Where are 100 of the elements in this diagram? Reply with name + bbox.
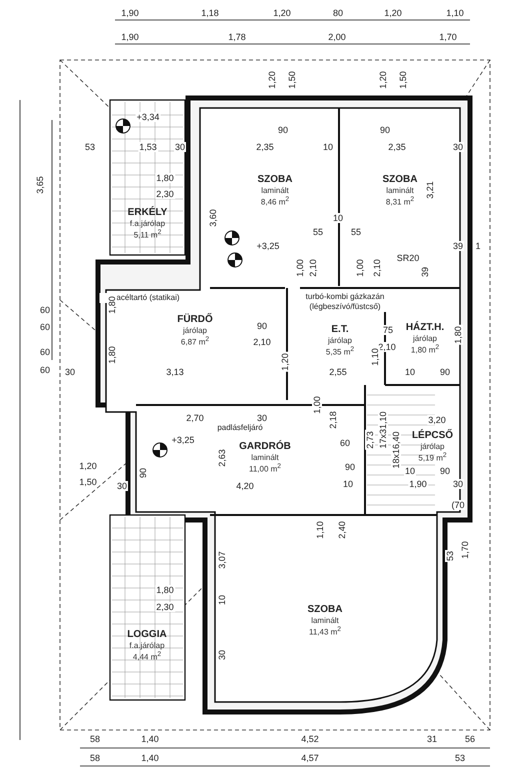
dimension-label: 1,80	[453, 325, 463, 345]
room-area: 11,43 m$^{2}$	[308, 624, 341, 636]
dimension-label: 90	[138, 467, 148, 479]
dimension-label: 60	[39, 347, 51, 357]
dimension-label: 1,50	[398, 70, 408, 90]
dimension-label: 10	[404, 367, 416, 377]
dimension-label: 1,50	[78, 477, 98, 487]
dimension-label: 30	[116, 481, 128, 491]
dimension-label: 53	[445, 550, 455, 562]
dimension-label: 10	[342, 479, 354, 489]
dimension-label: 3,65	[35, 175, 45, 195]
dimension-label: 3,60	[208, 208, 218, 228]
dimension-label: 1,90	[408, 479, 428, 489]
dimension-label: 1,10	[315, 520, 325, 540]
dimension-label: 1,20	[383, 8, 403, 18]
dimension-label: 2,10	[252, 337, 272, 347]
dimension-label: 30	[64, 367, 76, 377]
dimension-label: 1,80	[155, 173, 175, 183]
dimension-label: 90	[344, 462, 356, 472]
dimension-label: 39	[420, 266, 430, 278]
dimension-label: 2,63	[217, 448, 227, 468]
dimension-label: 58	[89, 753, 101, 763]
dimension-label: 10	[217, 594, 227, 606]
dimension-label: 10	[404, 466, 416, 476]
dimension-label: 1,00	[312, 395, 322, 415]
room-area: 4,44 m$^{2}$	[132, 650, 162, 662]
floor-material: f.a.járólap	[130, 218, 166, 228]
dimension-label: 1,70	[438, 32, 458, 42]
dimension-label: 53	[84, 142, 96, 152]
room-name: SZOBA	[308, 604, 342, 616]
floor-material: járólap	[412, 334, 437, 343]
dimension-label: 60	[39, 365, 51, 375]
room-name: LOGGIA	[127, 628, 167, 641]
dimension-label: 2,18	[328, 410, 338, 430]
dimension-label: 1,53	[138, 142, 158, 152]
room-area: 6,87 m$^{2}$	[180, 334, 210, 346]
dimension-label: 4,52	[300, 734, 320, 744]
dimension-label: 1,00	[295, 258, 305, 278]
dimension-label: 53	[454, 753, 466, 763]
dimension-label: 3,07	[217, 550, 227, 570]
dimension-label: 90	[379, 125, 391, 135]
dimension-label: 2,35	[387, 142, 407, 152]
dimension-label: 55	[312, 227, 324, 237]
symbol-label: SR20	[396, 253, 420, 263]
dimension-label: 1,78	[227, 32, 247, 42]
room-area: 5,19 m$^{2}$	[418, 450, 447, 462]
dimension-label: 80	[332, 8, 344, 18]
floor-material: laminált	[261, 186, 289, 195]
room-name: FÜRDŐ	[177, 314, 213, 326]
room-name: ERKÉLY	[128, 206, 168, 219]
dimension-label: 2,00	[327, 32, 347, 42]
dimension-label: 75	[382, 325, 394, 335]
dimension-label: 1	[474, 241, 482, 251]
room-name: LÉPCSŐ	[412, 430, 454, 442]
dimension-label: 1,20	[378, 70, 388, 90]
room-area: 11,00 m$^{2}$	[248, 462, 281, 474]
dimension-label: (70	[450, 500, 466, 510]
dimension-label: 4,57	[300, 753, 320, 763]
floor-material: laminált	[251, 452, 279, 462]
dimension-label: 2,10	[308, 258, 318, 278]
dimension-label: 1,10	[445, 8, 465, 18]
dimension-label: 1,40	[140, 753, 160, 763]
dimension-label: 1,20	[267, 70, 277, 90]
dimension-label: 30	[452, 479, 464, 489]
dimension-label: 3,21	[425, 180, 435, 200]
dimension-label: 2,70	[185, 413, 205, 423]
dimension-label: 1,18	[200, 8, 220, 18]
dimension-label: 31	[426, 734, 438, 744]
dimension-label: 90	[256, 321, 268, 331]
dimension-label: 55	[350, 227, 362, 237]
dimension-label: 1,90	[120, 8, 140, 18]
dimension-label: 1,50	[287, 70, 297, 90]
dimension-label: 90	[439, 466, 451, 476]
dimension-label: 3,20	[427, 415, 447, 425]
dimension-label: 10	[322, 142, 334, 152]
dimension-label: 1,40	[140, 734, 160, 744]
room-area: 5,35 m$^{2}$	[326, 345, 354, 357]
dimension-label: 30	[174, 142, 186, 152]
stair-label: 18x16,40	[391, 430, 401, 470]
level-label: +3,34	[136, 112, 160, 122]
dimension-label: 2,30	[155, 602, 175, 612]
dimension-label: 58	[89, 734, 101, 744]
floor-material: laminált	[311, 616, 339, 625]
dimension-label: 60	[39, 305, 51, 315]
level-label: +3,25	[256, 241, 280, 251]
dimension-label: 1,90	[120, 32, 140, 42]
dimension-label: 90	[439, 367, 451, 377]
dimension-label: 2,30	[155, 189, 175, 199]
room-area: 5,11 m$^{2}$	[134, 228, 162, 240]
room-area: 8,31 m$^{2}$	[386, 194, 414, 206]
dimension-label: 39	[452, 241, 464, 251]
dimension-label: 2,40	[337, 520, 347, 540]
floor-material: laminált	[386, 186, 414, 195]
dimension-label: 1,10	[370, 347, 380, 367]
floor-material: járólap	[182, 326, 207, 335]
dimension-label: 4,20	[235, 481, 255, 491]
room-name: SZOBA	[382, 174, 418, 186]
room-name: SZOBA	[258, 174, 292, 186]
dimension-label: 1,80	[107, 295, 117, 315]
dimension-label: 10	[332, 213, 344, 223]
